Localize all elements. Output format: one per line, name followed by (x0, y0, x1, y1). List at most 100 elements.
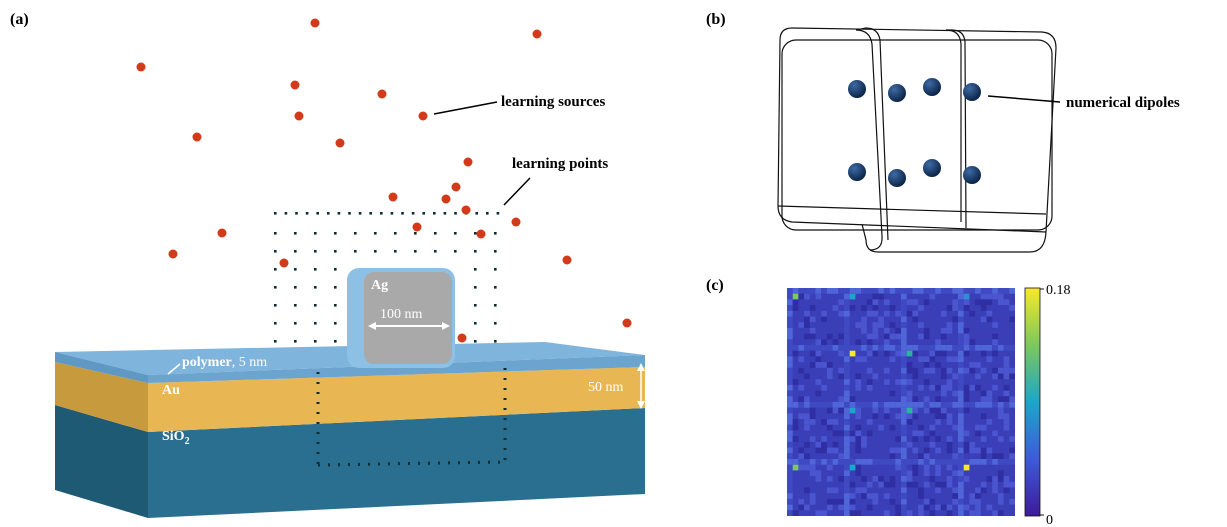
heatmap-cell (918, 305, 924, 311)
au-front (148, 367, 645, 432)
heatmap-cell (815, 350, 822, 357)
heatmap-cell (872, 305, 879, 311)
heatmap-cell (901, 293, 907, 300)
heatmap-cell (889, 390, 896, 397)
heatmap-cell (804, 464, 810, 471)
heatmap-cell (1003, 373, 1010, 380)
heatmap-cell (889, 333, 896, 340)
learning-sources-label: learning sources (501, 94, 605, 110)
heatmap-cell (975, 459, 981, 465)
learning-point (274, 304, 277, 307)
heatmap-cell (855, 459, 862, 465)
heatmap-cell (883, 402, 890, 408)
heatmap-cell (929, 510, 936, 516)
heatmap-cell (923, 453, 930, 459)
heatmap-cell (838, 453, 844, 459)
heatmap-cell (980, 424, 987, 431)
heatmap-cell (906, 310, 913, 317)
heatmap-cell (787, 305, 793, 311)
heatmap-cell (918, 504, 924, 511)
heatmap-cell (895, 345, 901, 351)
heatmap-cell (826, 447, 833, 454)
heatmap-cell (918, 510, 924, 516)
heatmap-cell (901, 305, 907, 311)
heatmap-cell (826, 333, 833, 340)
heatmap-cell (1003, 384, 1010, 391)
heatmap-cell (1009, 396, 1015, 402)
heatmap-cell (980, 396, 987, 402)
heatmap-cell (792, 436, 799, 442)
heatmap-cell (963, 384, 970, 391)
heatmap-cell (940, 413, 947, 420)
heatmap-cell (844, 305, 850, 311)
polymer-thickness: , 5 nm (232, 355, 268, 370)
heatmap-cell (901, 288, 907, 294)
heatmap-cell (826, 407, 833, 414)
heatmap-cell (798, 345, 805, 351)
heatmap-cell (935, 402, 941, 408)
learning-points-label: learning points (512, 156, 608, 172)
heatmap-cell (923, 345, 930, 351)
heatmap-cell (997, 498, 1004, 505)
heatmap-cell (946, 379, 953, 385)
heatmap-cell (1009, 447, 1015, 454)
heatmap-cell (923, 362, 930, 368)
learning-point (348, 212, 351, 215)
heatmap-cell (946, 327, 953, 334)
heatmap-cell (804, 453, 810, 459)
heatmap-cell (980, 447, 987, 454)
heatmap-cell (844, 453, 850, 459)
heatmap-cell (849, 436, 856, 442)
heatmap-cell (923, 396, 930, 402)
heatmap-cell (975, 345, 981, 351)
heatmap-cell (906, 379, 913, 385)
au-thickness-label: 50 nm (588, 380, 624, 395)
heatmap-cell (792, 424, 799, 431)
heatmap-cell (821, 402, 827, 408)
heatmap-cell (918, 345, 924, 351)
heatmap-cell (872, 413, 879, 420)
learning-source (532, 29, 542, 39)
heatmap-cell (952, 453, 958, 459)
heatmap-cell (923, 367, 930, 374)
heatmap-cell (1009, 459, 1015, 465)
heatmap-cell (826, 373, 833, 380)
learning-point (394, 250, 397, 253)
learning-point (354, 250, 357, 253)
heatmap-cell (872, 299, 879, 306)
heatmap-cell (844, 362, 850, 368)
heatmap-cell (861, 402, 867, 408)
heatmap-cell (901, 436, 907, 442)
heatmap-cell (901, 356, 907, 363)
heatmap-cell (946, 413, 953, 420)
heatmap-cell (958, 510, 964, 516)
heatmap-cell (889, 356, 896, 363)
heatmap-cell (861, 288, 867, 294)
heatmap-cell (844, 413, 850, 420)
heatmap-cell (809, 413, 816, 420)
heatmap-cell (980, 459, 987, 465)
learning-point (411, 212, 415, 215)
heatmap-cell (1009, 345, 1015, 351)
heatmap-cell (986, 459, 993, 465)
heatmap-cell (992, 476, 998, 482)
heatmap-cell (883, 299, 890, 306)
heatmap-cell (792, 345, 799, 351)
learning-point (274, 250, 277, 253)
colorbar-max: 0.18 (1046, 283, 1071, 298)
heatmap-cell (838, 333, 844, 340)
learning-point (334, 232, 337, 235)
heatmap-cell (969, 402, 976, 408)
heatmap-cell (946, 322, 953, 328)
heatmap-cell (844, 419, 850, 425)
heatmap-cell (946, 464, 953, 471)
heatmap-cell (912, 481, 919, 488)
heatmap-cell (866, 345, 873, 351)
heatmap-cell (872, 402, 879, 408)
heatmap-cell (997, 459, 1004, 465)
heatmap-cell (821, 436, 827, 442)
heatmap-cell (889, 453, 896, 459)
heatmap-cell (889, 498, 896, 505)
heatmap-cell (1003, 396, 1010, 402)
learning-point (390, 212, 394, 215)
